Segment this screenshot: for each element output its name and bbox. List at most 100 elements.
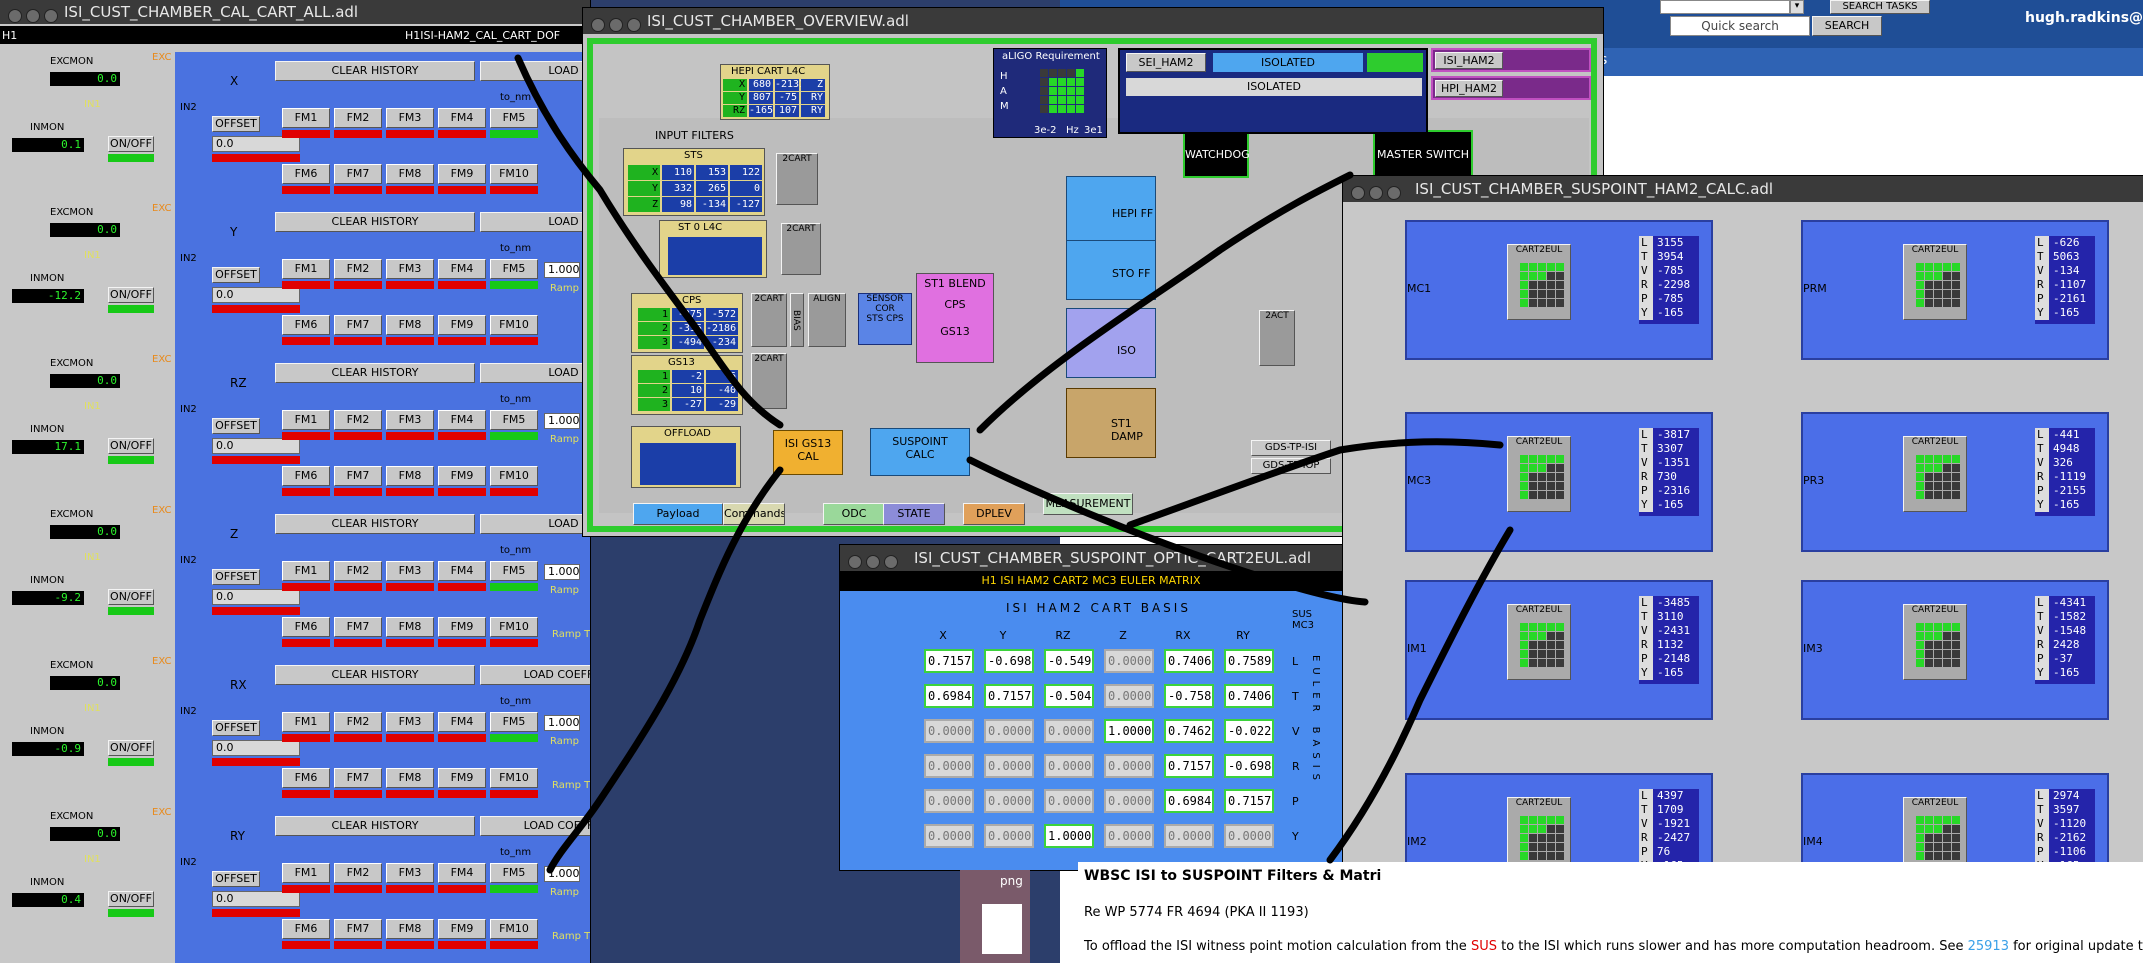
gain-input[interactable]: 1.000 — [544, 413, 580, 429]
offset-input[interactable]: 0.0 — [212, 740, 300, 756]
fm-button[interactable]: FM8 — [386, 466, 434, 486]
fm-button[interactable]: FM6 — [282, 315, 330, 335]
fm-button[interactable]: FM1 — [282, 108, 330, 128]
fm-button[interactable]: FM8 — [386, 768, 434, 788]
matrix-cell[interactable]: 0.74060 — [1224, 684, 1274, 708]
close-icon[interactable] — [591, 18, 605, 32]
bottom-button-dplev[interactable]: DPLEV — [963, 503, 1025, 525]
fm-button[interactable]: FM9 — [438, 315, 486, 335]
gain-input[interactable]: 1.000 — [544, 715, 580, 731]
onoff-button[interactable]: ON/OFF — [108, 438, 154, 454]
suspoint-calc-titlebar[interactable]: ISI_CUST_CHAMBER_SUSPOINT_HAM2_CALC.adl — [1343, 176, 2143, 202]
fm-button[interactable]: FM6 — [282, 617, 330, 637]
load-coefficients-button[interactable]: LOAD COEF — [480, 61, 590, 81]
png-thumbnail[interactable]: png — [960, 870, 1030, 963]
fm-button[interactable]: FM8 — [386, 617, 434, 637]
fm-button[interactable]: FM6 — [282, 768, 330, 788]
fm-button[interactable]: FM3 — [386, 863, 434, 883]
fm-button[interactable]: FM10 — [490, 768, 538, 788]
matrix-cell[interactable]: 0.00000 — [1044, 719, 1094, 743]
fm-button[interactable]: FM1 — [282, 259, 330, 279]
matrix-cell[interactable]: 0.00000 — [1104, 649, 1154, 673]
user-name[interactable]: hugh.radkins@LI — [2025, 10, 2143, 26]
fm-button[interactable]: FM1 — [282, 561, 330, 581]
fm-button[interactable]: FM7 — [334, 466, 382, 486]
matrix-cell[interactable]: 0.00000 — [984, 789, 1034, 813]
onoff-button[interactable]: ON/OFF — [108, 740, 154, 756]
cart2eul-button[interactable]: CART2EUL — [1507, 436, 1571, 512]
offset-button[interactable]: OFFSET — [212, 871, 260, 887]
hpi-ham2-button[interactable]: HPI_HAM2 — [1435, 80, 1503, 97]
clear-history-button[interactable]: CLEAR HISTORY — [275, 514, 475, 534]
matrix-cell[interactable]: 0.75890 — [1224, 649, 1274, 673]
matrix-cell[interactable]: 0.00000 — [1044, 789, 1094, 813]
fm-button[interactable]: FM2 — [334, 410, 382, 430]
offset-button[interactable]: OFFSET — [212, 418, 260, 434]
fm-button[interactable]: FM2 — [334, 259, 382, 279]
fm-button[interactable]: FM10 — [490, 617, 538, 637]
clear-history-button[interactable]: CLEAR HISTORY — [275, 61, 475, 81]
matrix-cell[interactable]: 0.71570 — [984, 684, 1034, 708]
fm-button[interactable]: FM1 — [282, 863, 330, 883]
overview-titlebar[interactable]: ISI_CUST_CHAMBER_OVERVIEW.adl — [583, 8, 1603, 34]
maximize-icon[interactable] — [1387, 186, 1401, 200]
matrix-cell[interactable]: 0.00000 — [1104, 824, 1154, 848]
clear-history-button[interactable]: CLEAR HISTORY — [275, 363, 475, 383]
fm-button[interactable]: FM4 — [438, 410, 486, 430]
bottom-button-state[interactable]: STATE — [883, 503, 945, 525]
cart2eul-button[interactable]: CART2EUL — [1507, 604, 1571, 680]
fm-button[interactable]: FM2 — [334, 863, 382, 883]
fm-button[interactable]: FM3 — [386, 410, 434, 430]
matrix-cell[interactable]: 0.69840 — [924, 684, 974, 708]
isi-gs13-cal-button[interactable]: ISI GS13 CAL — [773, 430, 843, 475]
fm-button[interactable]: FM7 — [334, 164, 382, 184]
search-tasks-select[interactable] — [1660, 0, 1790, 14]
matrix-cell[interactable]: 0.69840 — [1164, 789, 1214, 813]
fm-button[interactable]: FM4 — [438, 108, 486, 128]
offset-input[interactable]: 0.0 — [212, 287, 300, 303]
cart2eul-button[interactable]: CART2EUL — [1903, 604, 1967, 680]
fm-button[interactable]: FM4 — [438, 863, 486, 883]
fm-button[interactable]: FM2 — [334, 561, 382, 581]
offset-button[interactable]: OFFSET — [212, 569, 260, 585]
fm-button[interactable]: FM3 — [386, 108, 434, 128]
isi-ham2-button[interactable]: ISI_HAM2 — [1435, 52, 1503, 69]
align-button[interactable]: ALIGN — [808, 293, 846, 347]
matrix-cell[interactable]: 1.00000 — [1044, 824, 1094, 848]
link-25913[interactable]: 25913 — [1967, 939, 2009, 954]
bottom-button-odc[interactable]: ODC — [823, 503, 885, 525]
fm-button[interactable]: FM7 — [334, 768, 382, 788]
st1-damp-block[interactable]: ST1 DAMP — [1066, 388, 1156, 458]
fm-button[interactable]: FM7 — [334, 315, 382, 335]
offset-button[interactable]: OFFSET — [212, 116, 260, 132]
sensor-cor-panel[interactable]: SENSOR COR STS CPS — [858, 293, 912, 345]
gds-tp-isi-button[interactable]: GDS-TP-ISI — [1251, 440, 1331, 456]
quick-search-input[interactable]: Quick search — [1670, 16, 1810, 36]
sei-ham2-button[interactable]: SEI_HAM2 — [1126, 53, 1206, 72]
minimize-icon[interactable] — [26, 9, 40, 23]
fm-button[interactable]: FM9 — [438, 919, 486, 939]
st1-blend-panel[interactable]: ST1 BLEND CPS GS13 — [916, 273, 994, 363]
fm-button[interactable]: FM4 — [438, 712, 486, 732]
fm-button[interactable]: FM6 — [282, 164, 330, 184]
fm-button[interactable]: FM9 — [438, 466, 486, 486]
fm-button[interactable]: FM8 — [386, 164, 434, 184]
window-controls[interactable] — [591, 14, 645, 34]
matrix-cell[interactable]: 0.00000 — [924, 754, 974, 778]
st0-2cart-button[interactable]: 2CART — [781, 223, 821, 275]
matrix-cell[interactable]: -0.5049 — [1044, 684, 1094, 708]
close-icon[interactable] — [1351, 186, 1365, 200]
matrix-cell[interactable]: 0.74620 — [1164, 719, 1214, 743]
cps-2cart-button[interactable]: 2CART — [751, 293, 787, 347]
cart2eul-button[interactable]: CART2EUL — [1903, 244, 1967, 320]
fm-button[interactable]: FM8 — [386, 919, 434, 939]
matrix-cell[interactable]: 1.00000 — [1104, 719, 1154, 743]
cart2eul-button[interactable]: CART2EUL — [1903, 436, 1967, 512]
2act-button[interactable]: 2ACT — [1259, 310, 1295, 366]
fm-button[interactable]: FM9 — [438, 164, 486, 184]
onoff-button[interactable]: ON/OFF — [108, 136, 154, 152]
